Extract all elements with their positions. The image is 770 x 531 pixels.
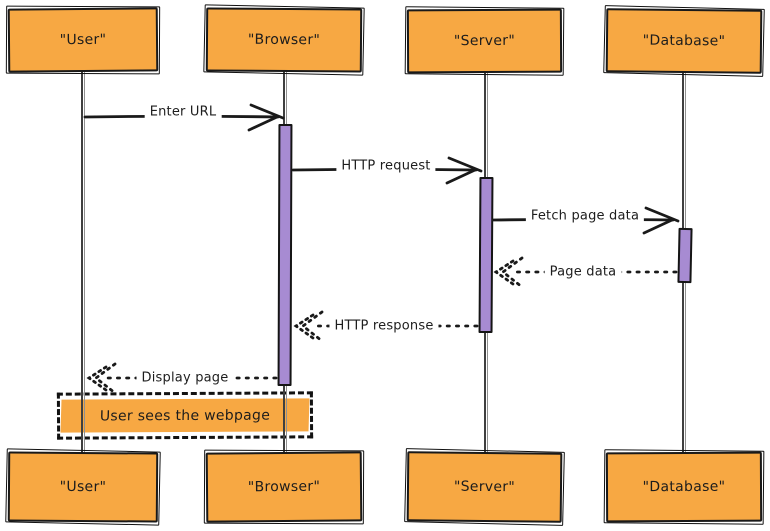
participant-user-top: "User" [7,7,159,73]
message-label-enter-url: Enter URL [144,103,222,121]
message-label-display-page: Display page [136,369,234,387]
participant-browser-label: "Browser" [247,31,321,49]
message-label-http-request: HTTP request [336,157,436,175]
participant-server-top: "Server" [406,8,563,74]
participant-database-label: "Database" [642,478,726,496]
note-user-sees-webpage: User sees the webpage [56,391,314,440]
note-label: User sees the webpage [99,407,271,424]
participant-browser-label: "Browser" [247,478,321,496]
participant-database-top: "Database" [605,8,763,74]
participant-browser-bottom: "Browser" [205,451,363,523]
activation-server [478,176,494,334]
activation-database [677,227,693,284]
participant-server-label: "Server" [453,32,516,50]
participant-server-bottom: "Server" [406,451,563,523]
participant-user-label: "User" [59,31,107,49]
participant-browser-top: "Browser" [205,7,363,73]
note-fill: User sees the webpage [60,398,310,433]
participant-user-bottom: "User" [7,451,159,523]
message-label-http-response: HTTP response [329,317,439,335]
participant-database-bottom: "Database" [605,451,763,523]
lifeline-user [81,70,85,456]
message-label-page-data: Page data [544,263,622,281]
activation-browser [277,123,293,387]
message-label-fetch-page-data: Fetch page data [525,207,645,225]
participant-database-label: "Database" [642,32,726,50]
participant-user-label: "User" [59,478,107,496]
participant-server-label: "Server" [453,478,516,496]
